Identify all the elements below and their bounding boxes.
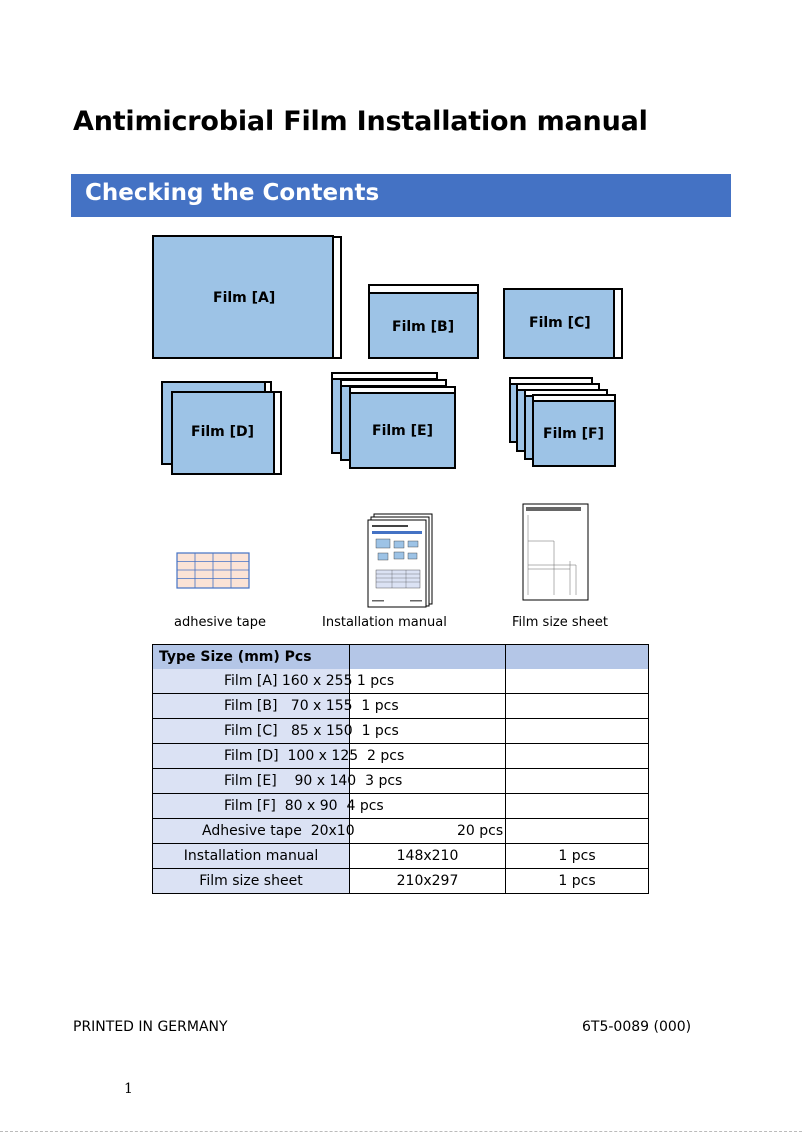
table-cell <box>152 694 349 719</box>
table-cell <box>152 744 349 769</box>
film-a <box>152 235 334 359</box>
section-heading: Checking the Contents <box>85 180 380 206</box>
film-d-row-text: Film [D] 100 x 125 2 pcs <box>224 748 405 764</box>
table-cell <box>505 694 649 719</box>
film-c-label: Film [C] <box>529 315 591 331</box>
table-cell <box>152 719 349 744</box>
table-cell <box>152 769 349 794</box>
table-cell <box>505 769 649 794</box>
film-a-label: Film [A] <box>213 290 276 306</box>
table-row: Film [B] 70 x 155 1 pcs <box>152 694 649 719</box>
film-a-row-text: Film [A] 160 x 255 1 pcs <box>224 673 395 689</box>
film-e-sheet-3 <box>349 392 456 469</box>
page-number: 1 <box>124 1081 133 1097</box>
table-cell <box>349 819 505 844</box>
adhesive-tape-pcs: 20 pcs <box>457 823 504 839</box>
section-banner: Checking the Contents <box>71 174 731 217</box>
table-cell <box>349 719 505 744</box>
film-c <box>503 288 615 359</box>
table-cell <box>349 769 505 794</box>
table-cell <box>152 669 349 694</box>
table-row: Film size sheet 210x297 1 pcs <box>152 869 649 894</box>
table-header-cell <box>505 645 649 670</box>
installation-manual-image <box>367 513 433 608</box>
film-d-sheet-2 <box>171 391 275 475</box>
table-cell <box>505 719 649 744</box>
table-cell <box>505 744 649 769</box>
table-cell <box>349 669 505 694</box>
table-cell-type: Film size sheet <box>152 869 349 894</box>
table-cell <box>152 794 349 819</box>
caption-film-size-sheet: Film size sheet <box>512 615 608 630</box>
table-header-cell <box>349 645 505 670</box>
table-cell-pcs: 1 pcs <box>505 844 649 869</box>
film-b <box>368 292 479 359</box>
table-cell <box>349 694 505 719</box>
contents-table: Type Size (mm) Pcs Film [A] 160 x 255 1 … <box>152 644 649 894</box>
table-row: Film [F] 80 x 90 4 pcs <box>152 794 649 819</box>
film-f-sheet-4 <box>532 400 616 467</box>
film-e-label: Film [E] <box>372 423 433 439</box>
table-cell-pcs: 1 pcs <box>505 869 649 894</box>
table-cell-size: 148x210 <box>349 844 505 869</box>
footer-printed-in: PRINTED IN GERMANY <box>73 1019 228 1035</box>
table-row: Film [E] 90 x 140 3 pcs <box>152 769 649 794</box>
film-e-row-text: Film [E] 90 x 140 3 pcs <box>224 773 403 789</box>
table-header-row: Type Size (mm) Pcs <box>152 644 649 670</box>
table-cell <box>505 794 649 819</box>
table-row: Adhesive tape 20x10 20 pcs <box>152 819 649 844</box>
table-cell-type: Installation manual <box>152 844 349 869</box>
film-b-label: Film [B] <box>392 319 455 335</box>
film-f-row-text: Film [F] 80 x 90 4 pcs <box>224 798 384 814</box>
table-cell-size: 210x297 <box>349 869 505 894</box>
table-cell <box>505 669 649 694</box>
table-row: Film [C] 85 x 150 1 pcs <box>152 719 649 744</box>
table-cell <box>152 819 349 844</box>
table-row: Installation manual 148x210 1 pcs <box>152 844 649 869</box>
adhesive-tape-row-text: Adhesive tape 20x10 <box>202 823 355 839</box>
film-c-row-text: Film [C] 85 x 150 1 pcs <box>224 723 399 739</box>
table-row: Film [D] 100 x 125 2 pcs <box>152 744 649 769</box>
table-row: Film [A] 160 x 255 1 pcs <box>152 669 649 694</box>
page-bottom-divider <box>0 1131 802 1132</box>
film-b-row-text: Film [B] 70 x 155 1 pcs <box>224 698 399 714</box>
film-f-label: Film [F] <box>543 426 604 442</box>
film-d-label: Film [D] <box>191 424 255 440</box>
caption-adhesive-tape: adhesive tape <box>174 615 266 630</box>
caption-installation-manual: Installation manual <box>322 615 447 630</box>
film-size-sheet-image <box>522 503 589 601</box>
films-illustration: Film [A] Film [B] Film [C] Film [D] Film… <box>0 0 802 480</box>
table-header-cell: Type Size (mm) Pcs <box>152 645 349 670</box>
table-cell <box>349 744 505 769</box>
page-title: Antimicrobial Film Installation manual <box>73 106 648 137</box>
table-cell <box>349 794 505 819</box>
adhesive-tape-image <box>176 552 250 589</box>
table-cell <box>505 819 649 844</box>
footer-document-code: 6T5-0089 (000) <box>582 1019 692 1035</box>
